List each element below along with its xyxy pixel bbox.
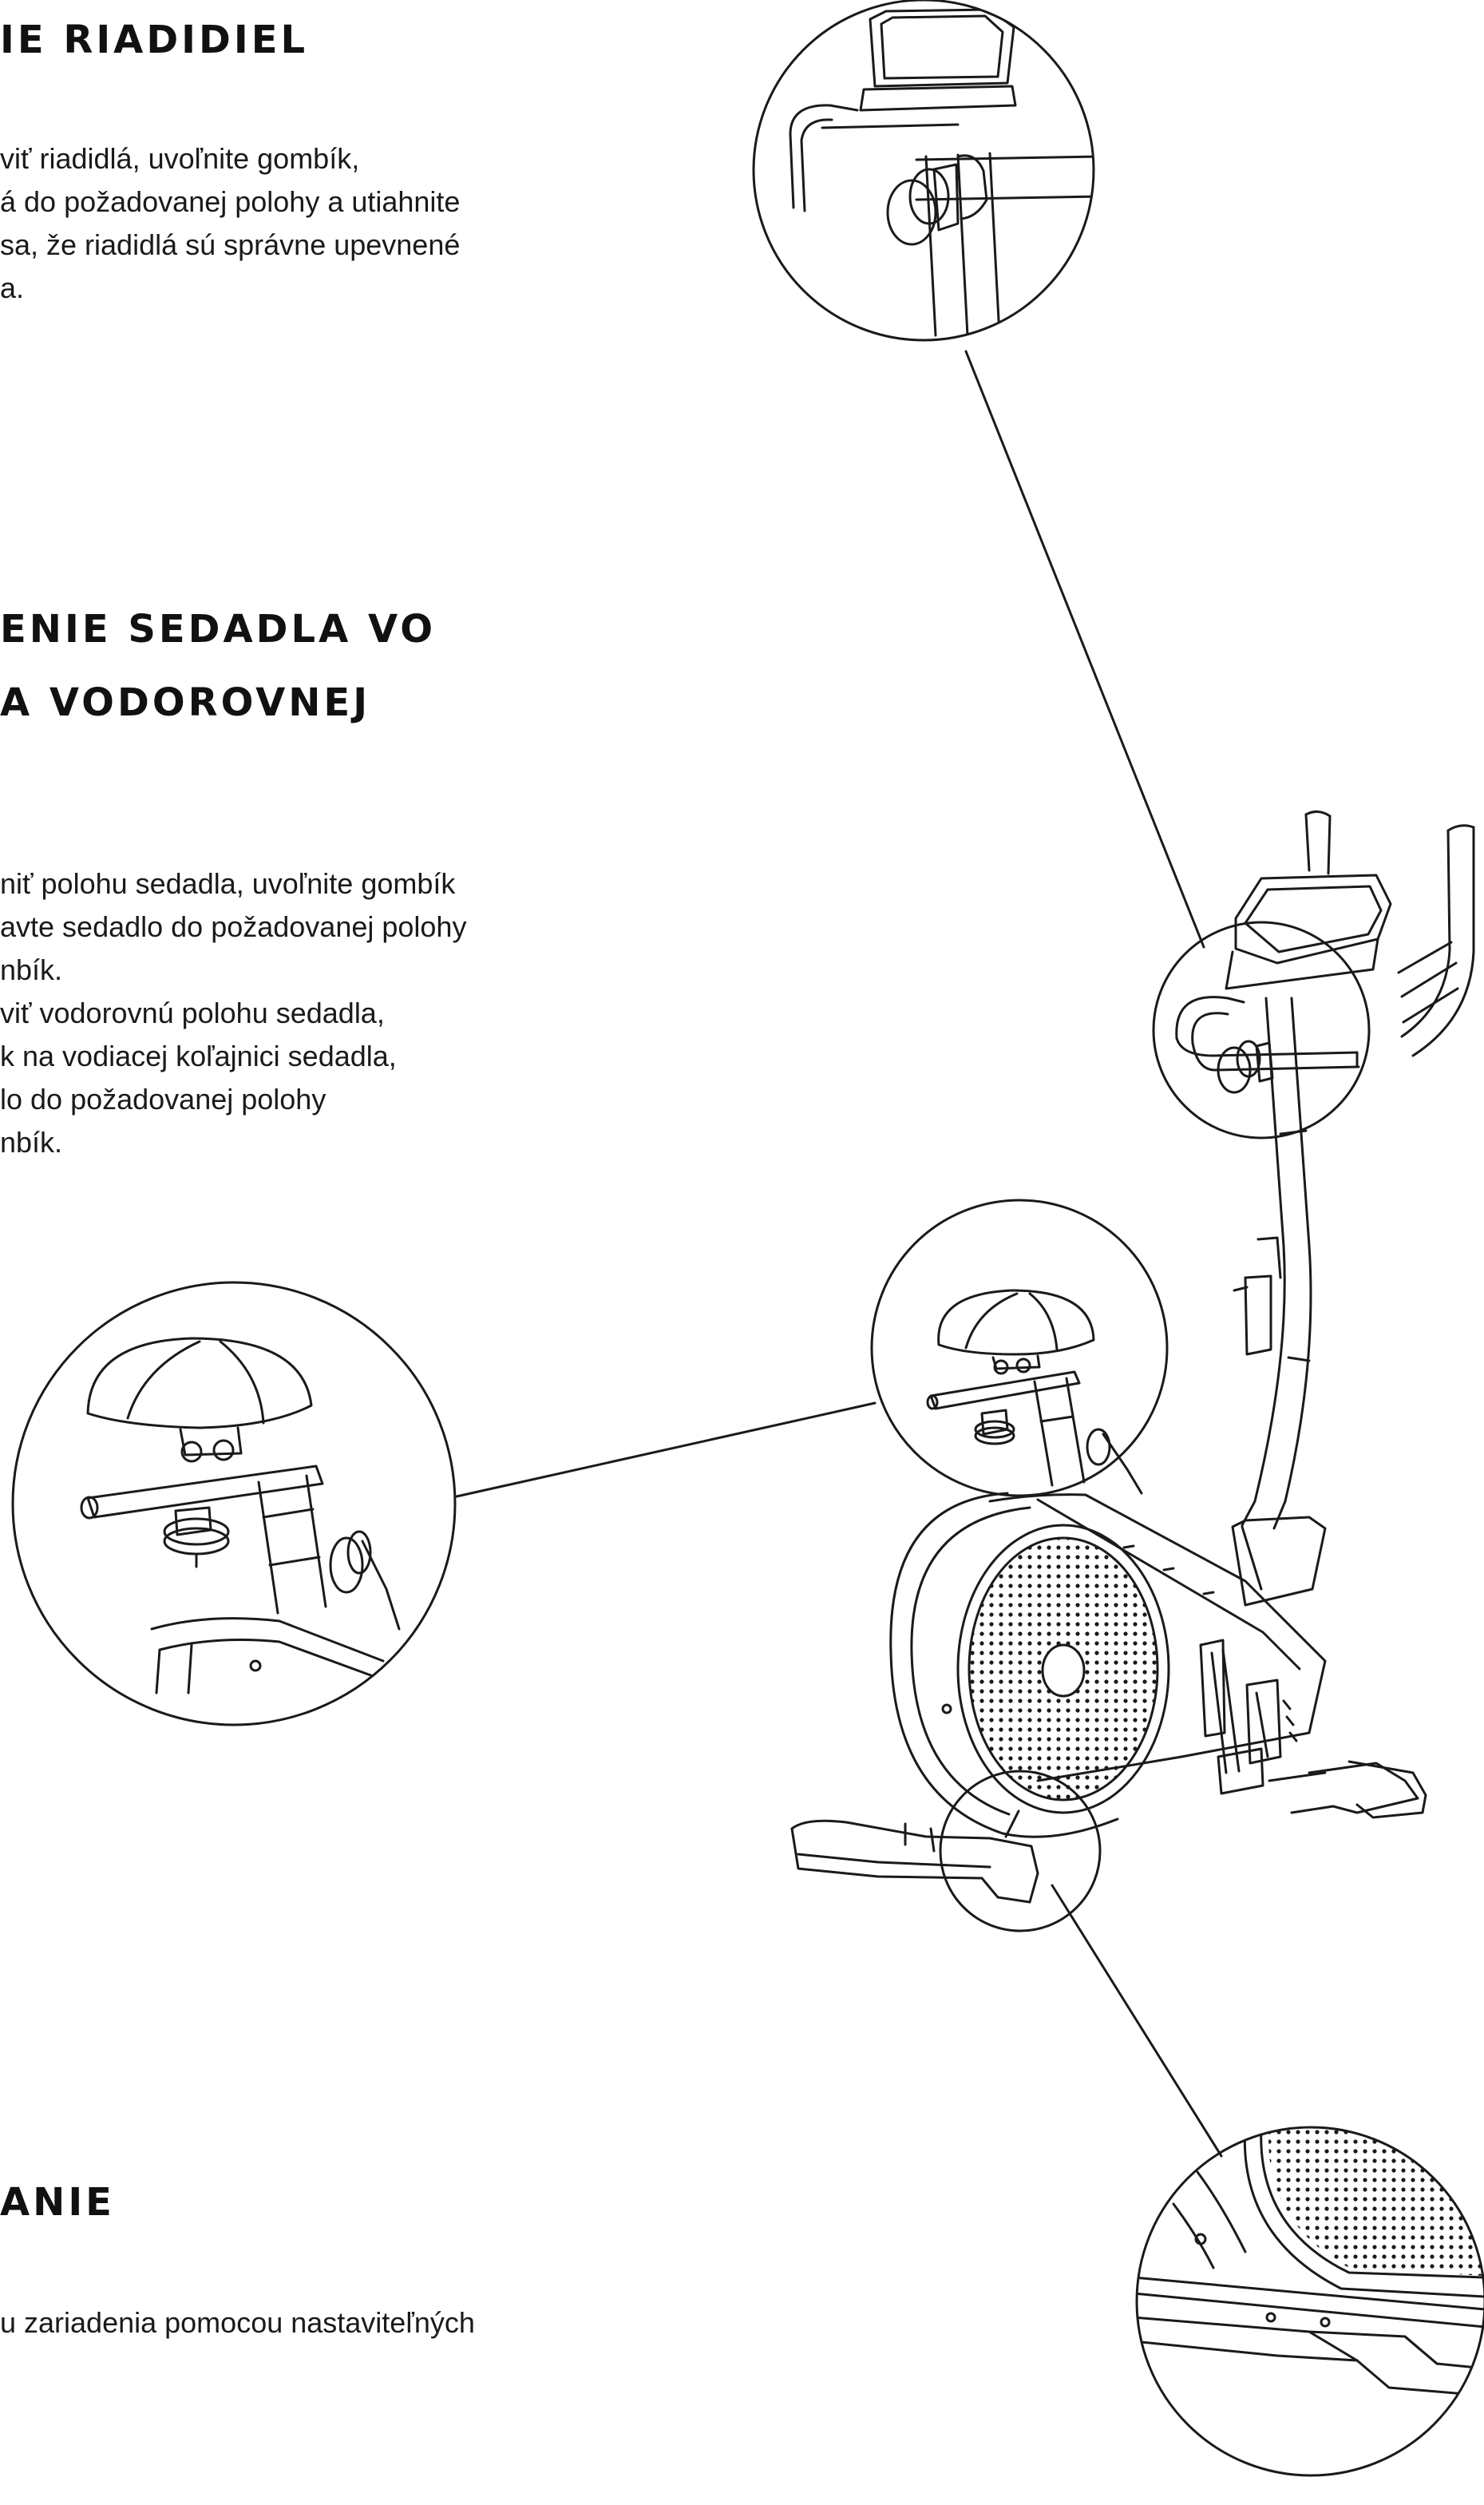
section-heading-seat-line-2: A VODOROVNEJ: [0, 680, 371, 725]
section-heading-seat-line-1: ENIE SEDADLA VO: [0, 607, 437, 652]
exercise-bike: [792, 811, 1474, 1902]
detail-circle-seat-small: [872, 1200, 1167, 1496]
text-line: nbík.: [0, 953, 63, 986]
section-heading-leveling: ANIE: [0, 2180, 115, 2225]
zoom-handlebar-knob: [754, 0, 1102, 340]
text-line: k na vodiacej koľajnici sedadla,: [0, 1040, 397, 1072]
detail-circle-foot-small: [940, 1771, 1100, 1931]
section-text-handlebar: viť riadidlá, uvoľnite gombík, á do poža…: [0, 137, 460, 310]
text-line: a.: [0, 272, 25, 304]
text-line: sa, že riadidlá sú správne upevnené: [0, 228, 461, 261]
text-line: u zariadenia pomocou nastaviteľných: [0, 2306, 475, 2339]
zoom-seat-knobs: [13, 1282, 455, 1725]
text-line: lo do požadovanej polohy: [0, 1083, 326, 1116]
zoom-foot-leveler: [1134, 2124, 1484, 2475]
text-line: avte sedadlo do požadovanej polohy: [0, 910, 467, 943]
section-text-leveling: u zariadenia pomocou nastaviteľných: [0, 2301, 475, 2344]
section-text-seat: niť polohu sedadla, uvoľnite gombík avte…: [0, 862, 466, 1164]
text-line: nbík.: [0, 1126, 63, 1159]
text-line: á do požadovanej polohy a utiahnite: [0, 185, 461, 218]
text-line: viť riadidlá, uvoľnite gombík,: [0, 142, 360, 175]
text-line: niť polohu sedadla, uvoľnite gombík: [0, 867, 456, 900]
console-display: [1236, 875, 1391, 963]
text-line: viť vodorovnú polohu sedadla,: [0, 997, 385, 1029]
detail-circle-handlebar-small: [1154, 922, 1369, 1138]
section-heading-handlebar: IE RIADIDIEL: [0, 18, 309, 62]
leader-lines: [457, 351, 1221, 2156]
